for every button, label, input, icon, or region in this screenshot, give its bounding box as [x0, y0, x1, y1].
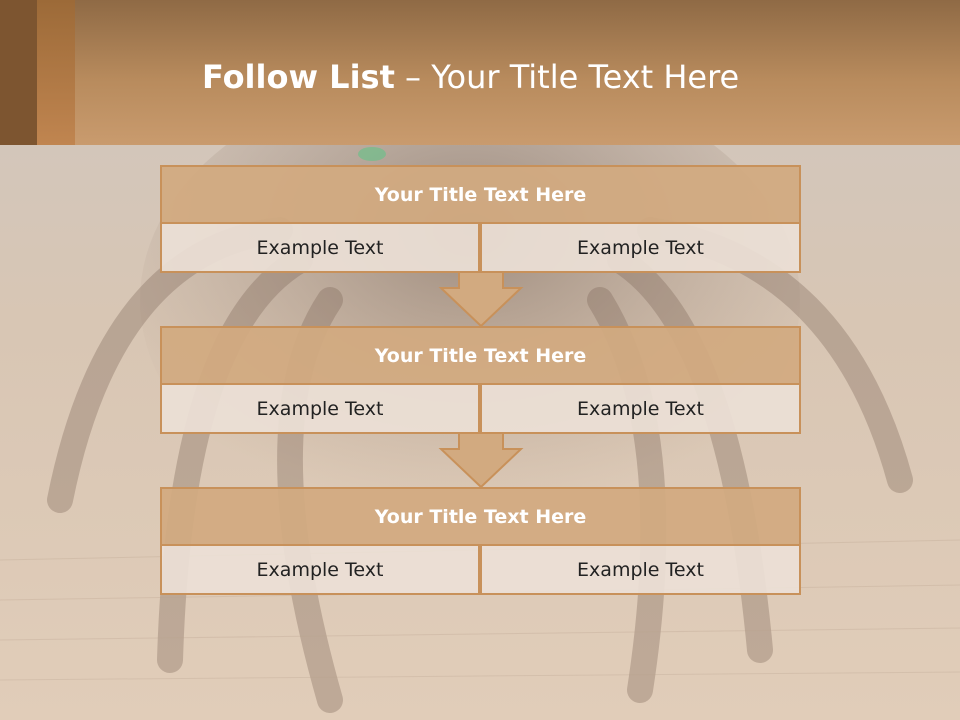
- block-cell-right: Example Text: [480, 222, 801, 273]
- block-cell-left: Example Text: [160, 383, 480, 434]
- list-block-1: Your Title Text Here Example Text Exampl…: [160, 165, 801, 273]
- block-title: Your Title Text Here: [160, 165, 801, 224]
- down-arrow-icon: [438, 271, 524, 328]
- list-block-2: Your Title Text Here Example Text Exampl…: [160, 326, 801, 434]
- list-block-3: Your Title Text Here Example Text Exampl…: [160, 487, 801, 595]
- block-title: Your Title Text Here: [160, 487, 801, 546]
- block-cell-right: Example Text: [480, 544, 801, 595]
- header-band: [0, 0, 960, 145]
- header-accent-light: [37, 0, 75, 145]
- block-cell-left: Example Text: [160, 222, 480, 273]
- slide-title: Follow List – Your Title Text Here: [202, 56, 739, 98]
- down-arrow-icon: [438, 432, 524, 489]
- header-accent-dark: [0, 0, 37, 145]
- slide-title-bold: Follow List: [202, 58, 395, 96]
- block-title: Your Title Text Here: [160, 326, 801, 385]
- block-cell-left: Example Text: [160, 544, 480, 595]
- block-cell-right: Example Text: [480, 383, 801, 434]
- slide-title-rest: – Your Title Text Here: [394, 58, 740, 96]
